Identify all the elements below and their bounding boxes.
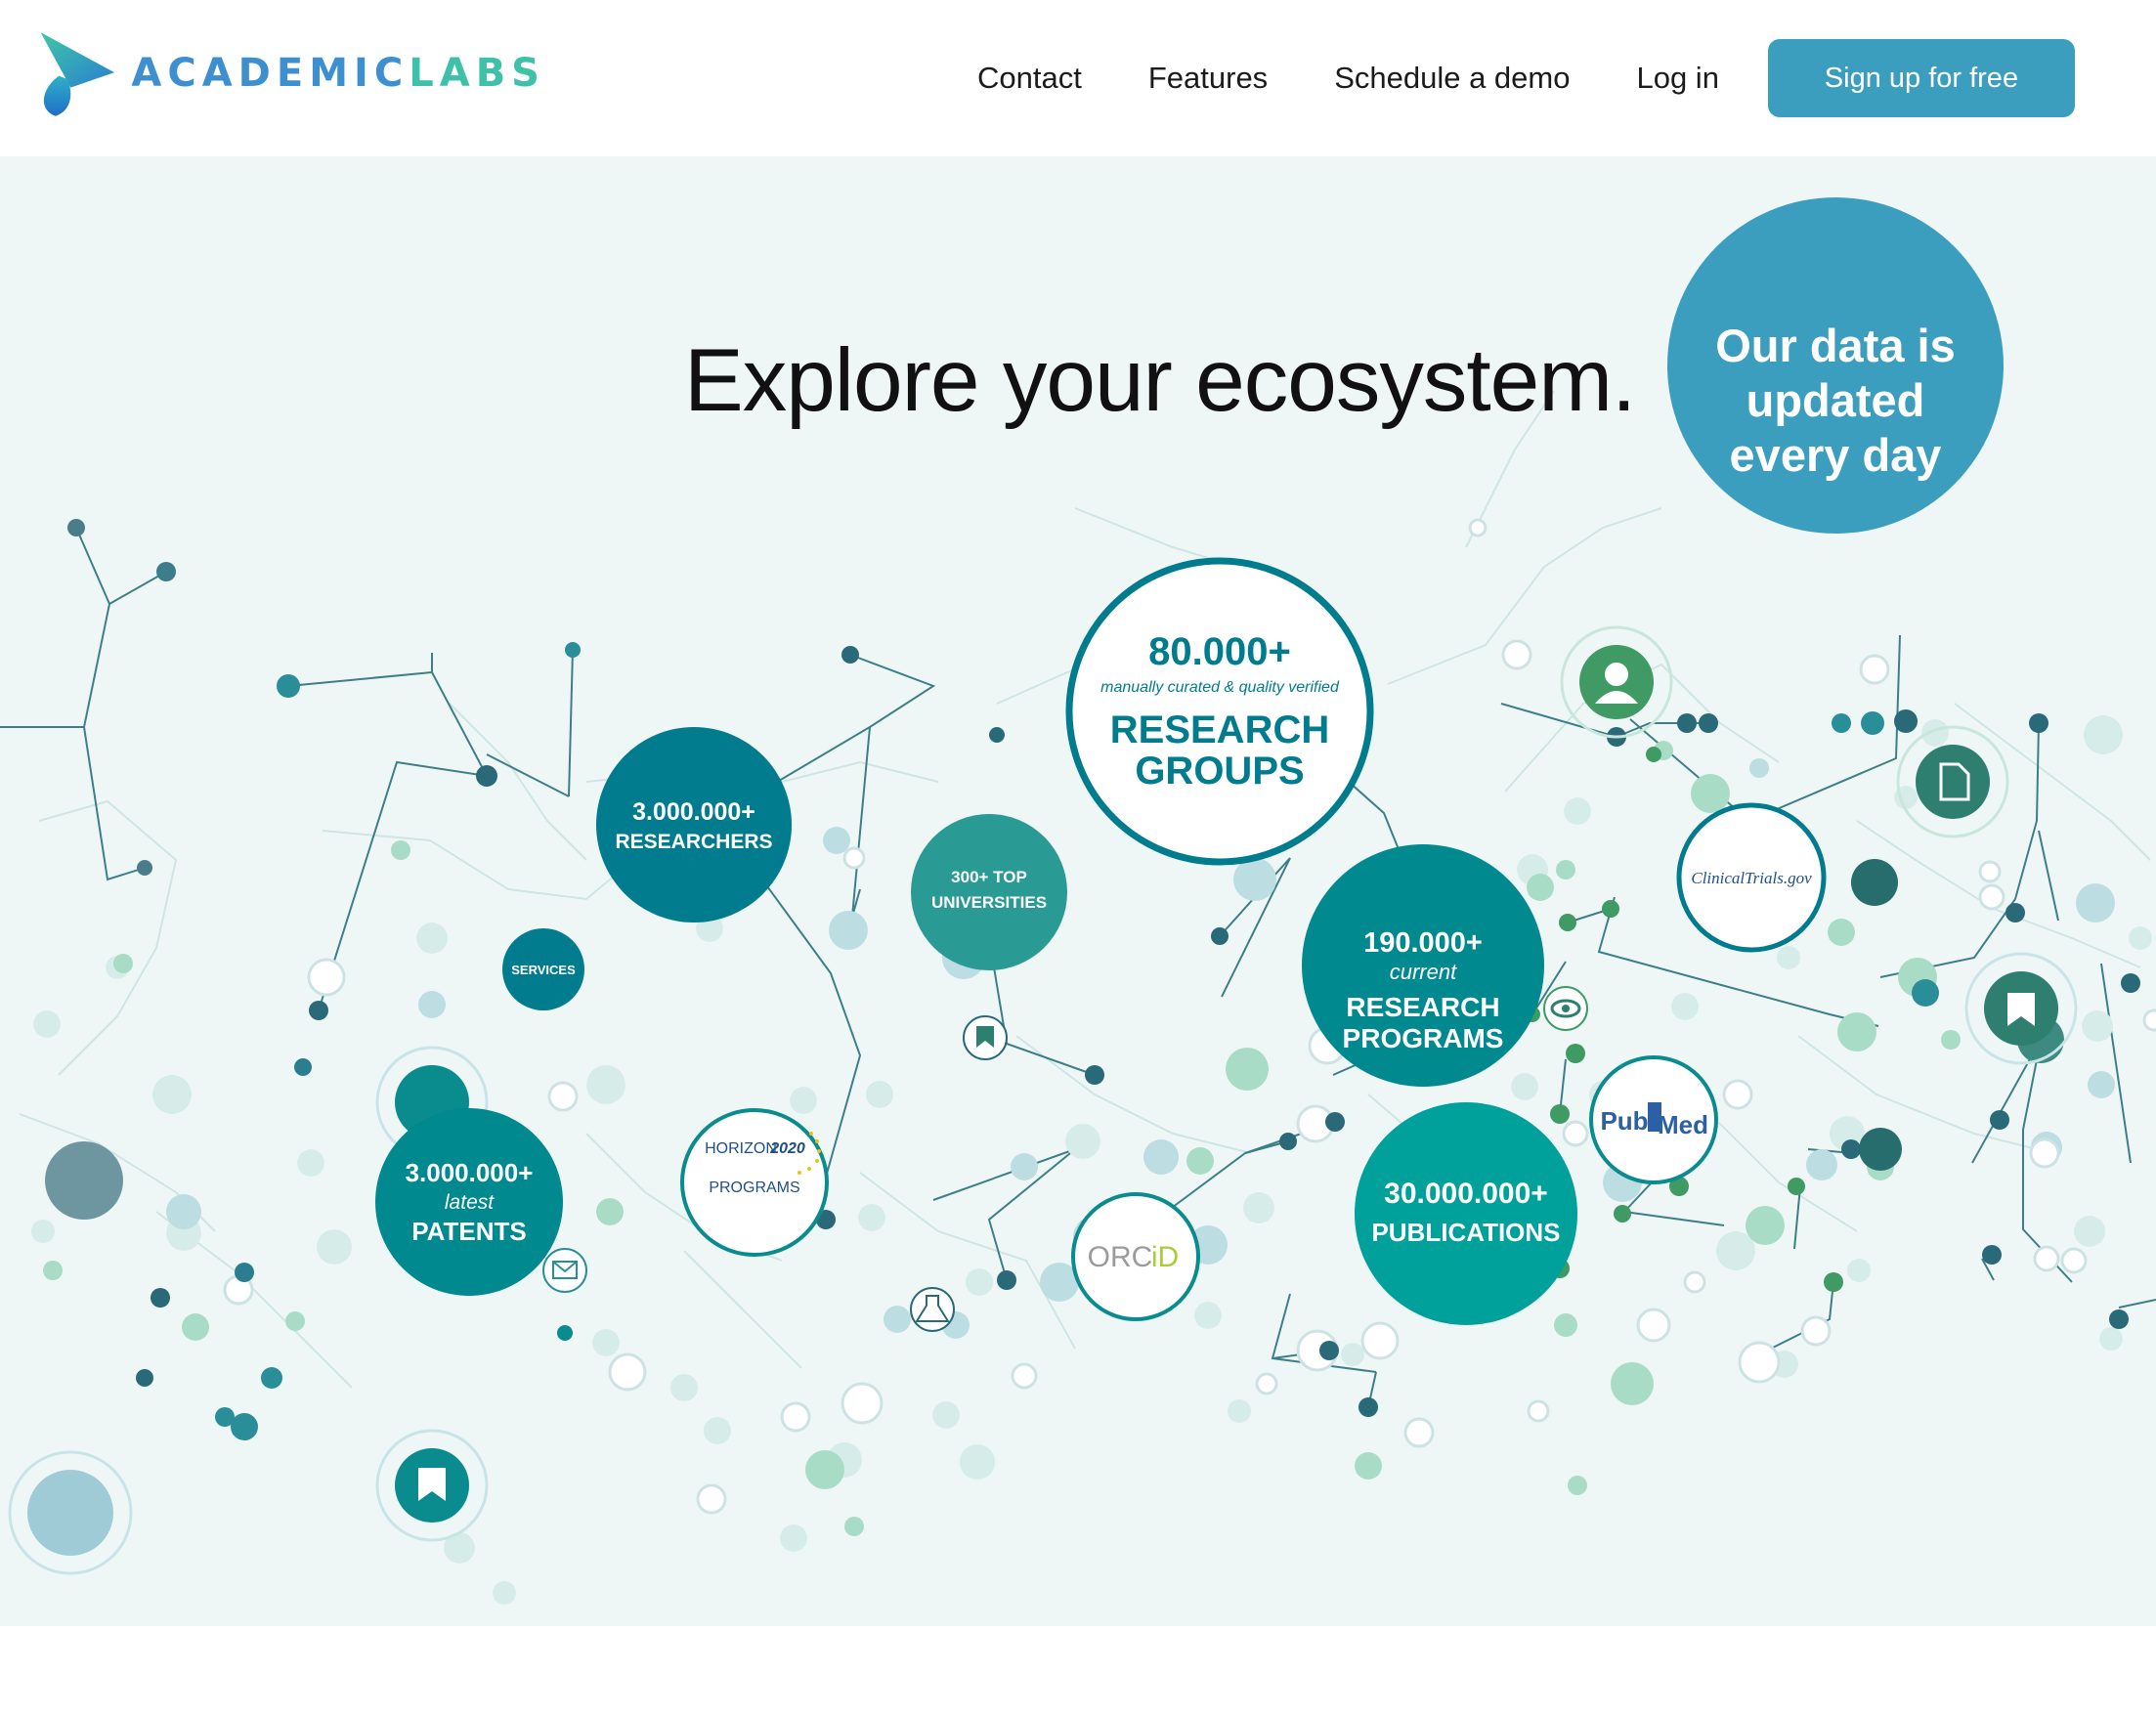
orcid-text: ORC	[1088, 1241, 1153, 1273]
data-updated-text: Our data is updated every day	[1715, 320, 1956, 481]
universities-line2: UNIVERSITIES	[931, 893, 1047, 912]
bookmark-small-icon	[963, 1015, 1008, 1060]
clinicaltrials-logo: ClinicalTrials.gov	[1676, 802, 1827, 953]
document-icon	[1939, 762, 1970, 801]
publications-circle: 30.000.000+ PUBLICATIONS	[1355, 1102, 1577, 1325]
bookmark-icon	[2007, 993, 2035, 1026]
user-icon	[1595, 663, 1638, 704]
research-groups-line1: RESEARCH	[1110, 708, 1329, 751]
patents-count: 3.000.000+	[406, 1158, 534, 1187]
publications-label: PUBLICATIONS	[1371, 1218, 1560, 1247]
brand-name-part1: ACADEMIC	[131, 51, 410, 96]
patents-label: PATENTS	[411, 1217, 526, 1246]
research-groups-count: 80.000+	[1148, 630, 1291, 673]
research-groups-note: manually curated & quality verified	[1100, 679, 1340, 696]
academiclabs-logo[interactable]: ACADEMICLABS	[37, 21, 545, 125]
flask-icon	[910, 1287, 955, 1332]
nav-schedule-demo-link[interactable]: Schedule a demo	[1334, 61, 1571, 95]
research-groups-circle: 80.000+ manually curated & quality verif…	[1065, 557, 1374, 866]
programs-circle: 190.000+ current RESEARCH PROGRAMS	[1302, 844, 1544, 1087]
services-circle: SERVICES	[502, 928, 584, 1010]
horizon-2020-logo: HORIZON 2020 PROGRAMS	[680, 1108, 829, 1257]
programs-note: current	[1390, 960, 1457, 984]
researchers-count: 3.000.000+	[632, 798, 755, 826]
eu-stars-icon	[798, 1132, 821, 1175]
horizon-label: HORIZON	[705, 1140, 777, 1157]
pubmed-pub-text: Pub	[1600, 1106, 1648, 1136]
nav-features-link[interactable]: Features	[1147, 61, 1269, 95]
hero-headline: Explore your ecosystem.	[684, 331, 1636, 430]
pubmed-logo: Pub Med	[1589, 1055, 1718, 1184]
hero-section: 80.000+ manually curated & quality verif…	[0, 156, 2156, 1626]
network-nodes-green	[43, 741, 1961, 1536]
data-updated-badge: Our data is updated every day	[1667, 197, 2004, 534]
pubmed-med-text: Med	[1658, 1110, 1708, 1139]
programs-line1: RESEARCH	[1346, 992, 1499, 1022]
patents-circle: 3.000.000+ latest PATENTS	[375, 1108, 563, 1296]
nav-login-link[interactable]: Log in	[1636, 61, 1719, 95]
research-groups-line2: GROUPS	[1135, 750, 1304, 793]
main-nav: Contact Features Schedule a demo Log in …	[977, 39, 2075, 117]
horizon-year: 2020	[769, 1140, 805, 1157]
top-navigation-bar: ACADEMICLABS Contact Features Schedule a…	[0, 0, 2156, 156]
publications-count: 30.000.000+	[1384, 1178, 1548, 1210]
horizon-programs-label: PROGRAMS	[709, 1180, 799, 1196]
researchers-label: RESEARCHERS	[615, 831, 772, 853]
programs-count: 190.000+	[1363, 927, 1483, 959]
services-label: SERVICES	[511, 963, 576, 977]
universities-line1: 300+ TOP	[951, 868, 1027, 886]
signup-button[interactable]: Sign up for free	[1767, 39, 2075, 117]
svg-text:HORIZON: HORIZON	[705, 1140, 777, 1157]
brand-name: ACADEMICLABS	[131, 51, 545, 96]
brand-name-part2: LABS	[409, 51, 545, 96]
orcid-logo: ORC iD	[1071, 1192, 1200, 1321]
mail-icon	[542, 1248, 587, 1293]
orcid-id-text: iD	[1151, 1241, 1179, 1273]
researchers-circle: 3.000.000+ RESEARCHERS	[596, 727, 792, 922]
bookmark-icon	[418, 1468, 446, 1501]
ecosystem-network-graphic: 80.000+ manually curated & quality verif…	[0, 390, 2156, 1605]
academiclabs-logo-icon	[40, 31, 114, 116]
nav-contact-link[interactable]: Contact	[977, 61, 1082, 95]
patents-note: latest	[445, 1191, 495, 1214]
clinicaltrials-text: ClinicalTrials.gov	[1691, 869, 1812, 887]
programs-line2: PROGRAMS	[1343, 1023, 1504, 1053]
eye-icon	[1543, 986, 1588, 1031]
universities-circle: 300+ TOP UNIVERSITIES	[911, 814, 1067, 970]
